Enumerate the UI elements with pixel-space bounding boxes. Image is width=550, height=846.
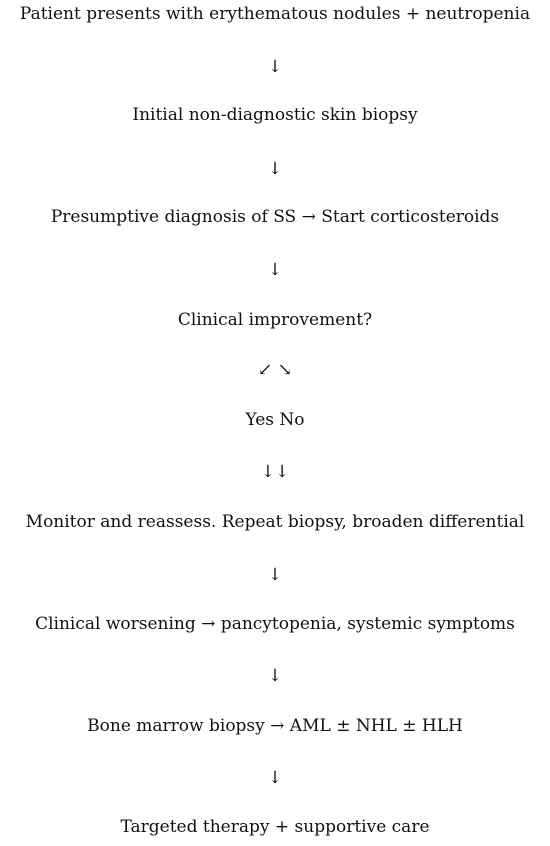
arrow-down-icon: ↓ [267, 159, 283, 179]
step-patient-presents: Patient presents with erythematous nodul… [19, 4, 531, 24]
step-monitor-reassess: Monitor and reassess. Repeat biopsy, bro… [25, 512, 525, 532]
arrow-down-icon: ↓ [267, 666, 283, 686]
step-clinical-worsening: Clinical worsening → pancytopenia, syste… [35, 614, 515, 634]
step-targeted-therapy: Targeted therapy + supportive care [120, 817, 430, 837]
step-initial-biopsy: Initial non-diagnostic skin biopsy [132, 105, 418, 125]
arrow-down-icon: ↓ [267, 57, 283, 77]
step-bone-marrow-biopsy: Bone marrow biopsy → AML ± NHL ± HLH [87, 716, 463, 736]
step-yes-no: Yes No [245, 410, 305, 430]
step-clinical-improvement-question: Clinical improvement? [177, 310, 373, 330]
branch-arrows-icon: ↙ ↘ [258, 360, 292, 380]
arrow-down-icon: ↓ [267, 260, 283, 280]
step-presumptive-diagnosis: Presumptive diagnosis of SS → Start cort… [50, 207, 500, 227]
double-arrow-down-icon: ↓↓ [260, 462, 290, 482]
arrow-down-icon: ↓ [267, 768, 283, 788]
arrow-down-icon: ↓ [267, 565, 283, 585]
